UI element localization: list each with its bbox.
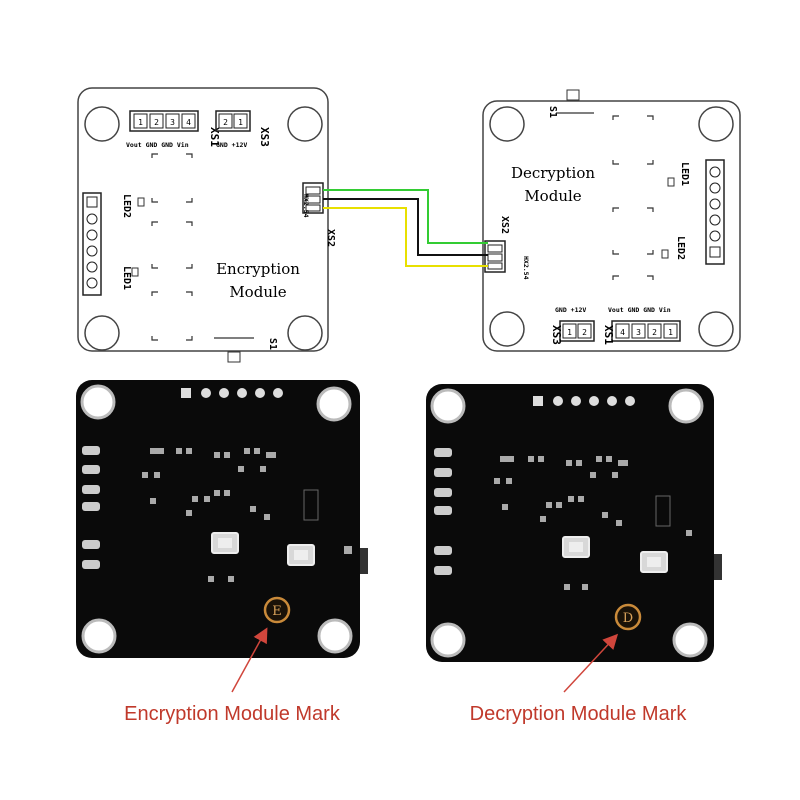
mounting-hole — [84, 106, 120, 142]
dec-xs2-connector: HX2.54 XS2 — [484, 216, 530, 280]
pin-label: 1 — [238, 118, 243, 127]
enc-xs2-connector: HX2.54 XS2 — [302, 182, 336, 247]
wire-black — [323, 198, 488, 256]
xs2-connector-text: HX2.54 — [522, 256, 530, 280]
pin-label: 3 — [170, 118, 175, 127]
decryption-title-line1: Decryption — [511, 164, 595, 182]
dec-s1-switch: S1 — [547, 89, 594, 118]
led2-label: LED2 — [121, 194, 132, 218]
pin-label: 4 — [186, 118, 191, 127]
decryption-mark-circle — [614, 603, 642, 631]
mounting-hole — [672, 622, 708, 658]
side-pads — [82, 446, 100, 569]
xs2-label: XS2 — [499, 216, 510, 234]
xs2-connector-text: HX2.54 — [302, 194, 310, 218]
component-outline — [151, 153, 193, 341]
led2-footprint — [137, 197, 145, 207]
enc-xs3-connector: 2 1 XS3 — [215, 110, 271, 147]
enc-6pin-header — [82, 192, 102, 296]
pin-label: 2 — [154, 118, 159, 127]
mounting-hole — [81, 618, 117, 654]
pin-label: 1 — [138, 118, 143, 127]
xs1-pin-names: Vout GND GND Vin — [608, 306, 671, 314]
led2-label: LED2 — [675, 236, 686, 260]
decryption-mark-caption: Decryption Module Mark — [470, 703, 688, 725]
mounting-hole — [668, 388, 704, 424]
decryption-module-schematic: S1 Decryption Module LED1 LED2 — [482, 89, 741, 352]
encryption-mark-circle — [263, 596, 291, 624]
xs1-label: XS1 — [602, 325, 615, 345]
decryption-title-line2: Module — [524, 187, 581, 205]
side-pads — [434, 448, 452, 575]
dec-xs1-connector: 4 3 2 1 XS1 — [602, 320, 681, 345]
xs3-pin-names: GND +12V — [555, 306, 586, 314]
dec-xs3-connector: 1 2 XS3 — [550, 320, 595, 345]
encryption-mark-letter: E — [272, 604, 282, 619]
crystal-top — [218, 538, 232, 548]
mounting-hole — [489, 106, 525, 142]
mounting-hole — [316, 386, 352, 422]
xs2-label: XS2 — [325, 229, 336, 247]
mounting-hole — [287, 106, 323, 142]
xs1-label: XS1 — [208, 127, 221, 147]
led2-footprint — [661, 249, 669, 259]
led1-footprint — [667, 177, 675, 187]
crystal-top — [647, 557, 661, 567]
mounting-hole — [84, 315, 120, 351]
decryption-module-back-photo: D — [426, 384, 722, 662]
side-switch — [360, 548, 368, 574]
s1-label: S1 — [267, 338, 278, 350]
dec-6pin-header — [705, 159, 725, 265]
mounting-hole — [287, 315, 323, 351]
pin-label: 4 — [620, 328, 625, 337]
pin-label: 1 — [668, 328, 673, 337]
encryption-mark-arrow — [231, 627, 268, 693]
mounting-hole — [80, 384, 116, 420]
pin-label: 1 — [567, 328, 572, 337]
pin-label: 2 — [223, 118, 228, 127]
connecting-wires — [323, 189, 488, 267]
xs3-label: XS3 — [550, 325, 563, 345]
header-pads — [533, 396, 635, 406]
encryption-mark-caption: Encryption Module Mark — [124, 703, 341, 725]
wire-yellow — [323, 207, 488, 267]
header-pads — [181, 388, 283, 398]
xs3-label: XS3 — [258, 127, 271, 147]
encryption-title-line2: Module — [229, 283, 286, 301]
decryption-mark-arrow — [563, 633, 619, 693]
mounting-hole — [698, 311, 734, 347]
enc-s1-switch: S1 — [214, 337, 278, 363]
enc-xs1-connector: 1 2 3 4 XS1 — [129, 110, 221, 147]
mounting-hole — [698, 106, 734, 142]
smd-pads — [142, 448, 352, 582]
component-outline — [612, 115, 654, 280]
pin-label: 2 — [652, 328, 657, 337]
s1-label: S1 — [547, 106, 558, 118]
wire-green — [323, 189, 488, 244]
encryption-module-schematic: 1 2 3 4 XS1 2 1 XS3 Vout GND GND Vin GND… — [77, 87, 336, 363]
mounting-hole — [430, 388, 466, 424]
xs3-pin-names: GND +12V — [216, 141, 247, 149]
pin-label: 2 — [582, 328, 587, 337]
led1-label: LED1 — [679, 162, 690, 186]
crystal-top — [294, 550, 308, 560]
mounting-hole — [489, 311, 525, 347]
led1-footprint — [131, 267, 139, 277]
xs1-pin-names: Vout GND GND Vin — [126, 141, 189, 149]
encryption-module-back-photo: E — [76, 380, 368, 658]
mounting-hole — [317, 618, 353, 654]
led1-label: LED1 — [121, 266, 132, 290]
side-switch — [714, 554, 722, 580]
smd-pads — [494, 456, 692, 590]
decryption-mark-letter: D — [623, 611, 633, 626]
encryption-title-line1: Encryption — [216, 260, 300, 278]
pin-label: 3 — [636, 328, 641, 337]
mounting-hole — [430, 622, 466, 658]
crystal-top — [569, 542, 583, 552]
